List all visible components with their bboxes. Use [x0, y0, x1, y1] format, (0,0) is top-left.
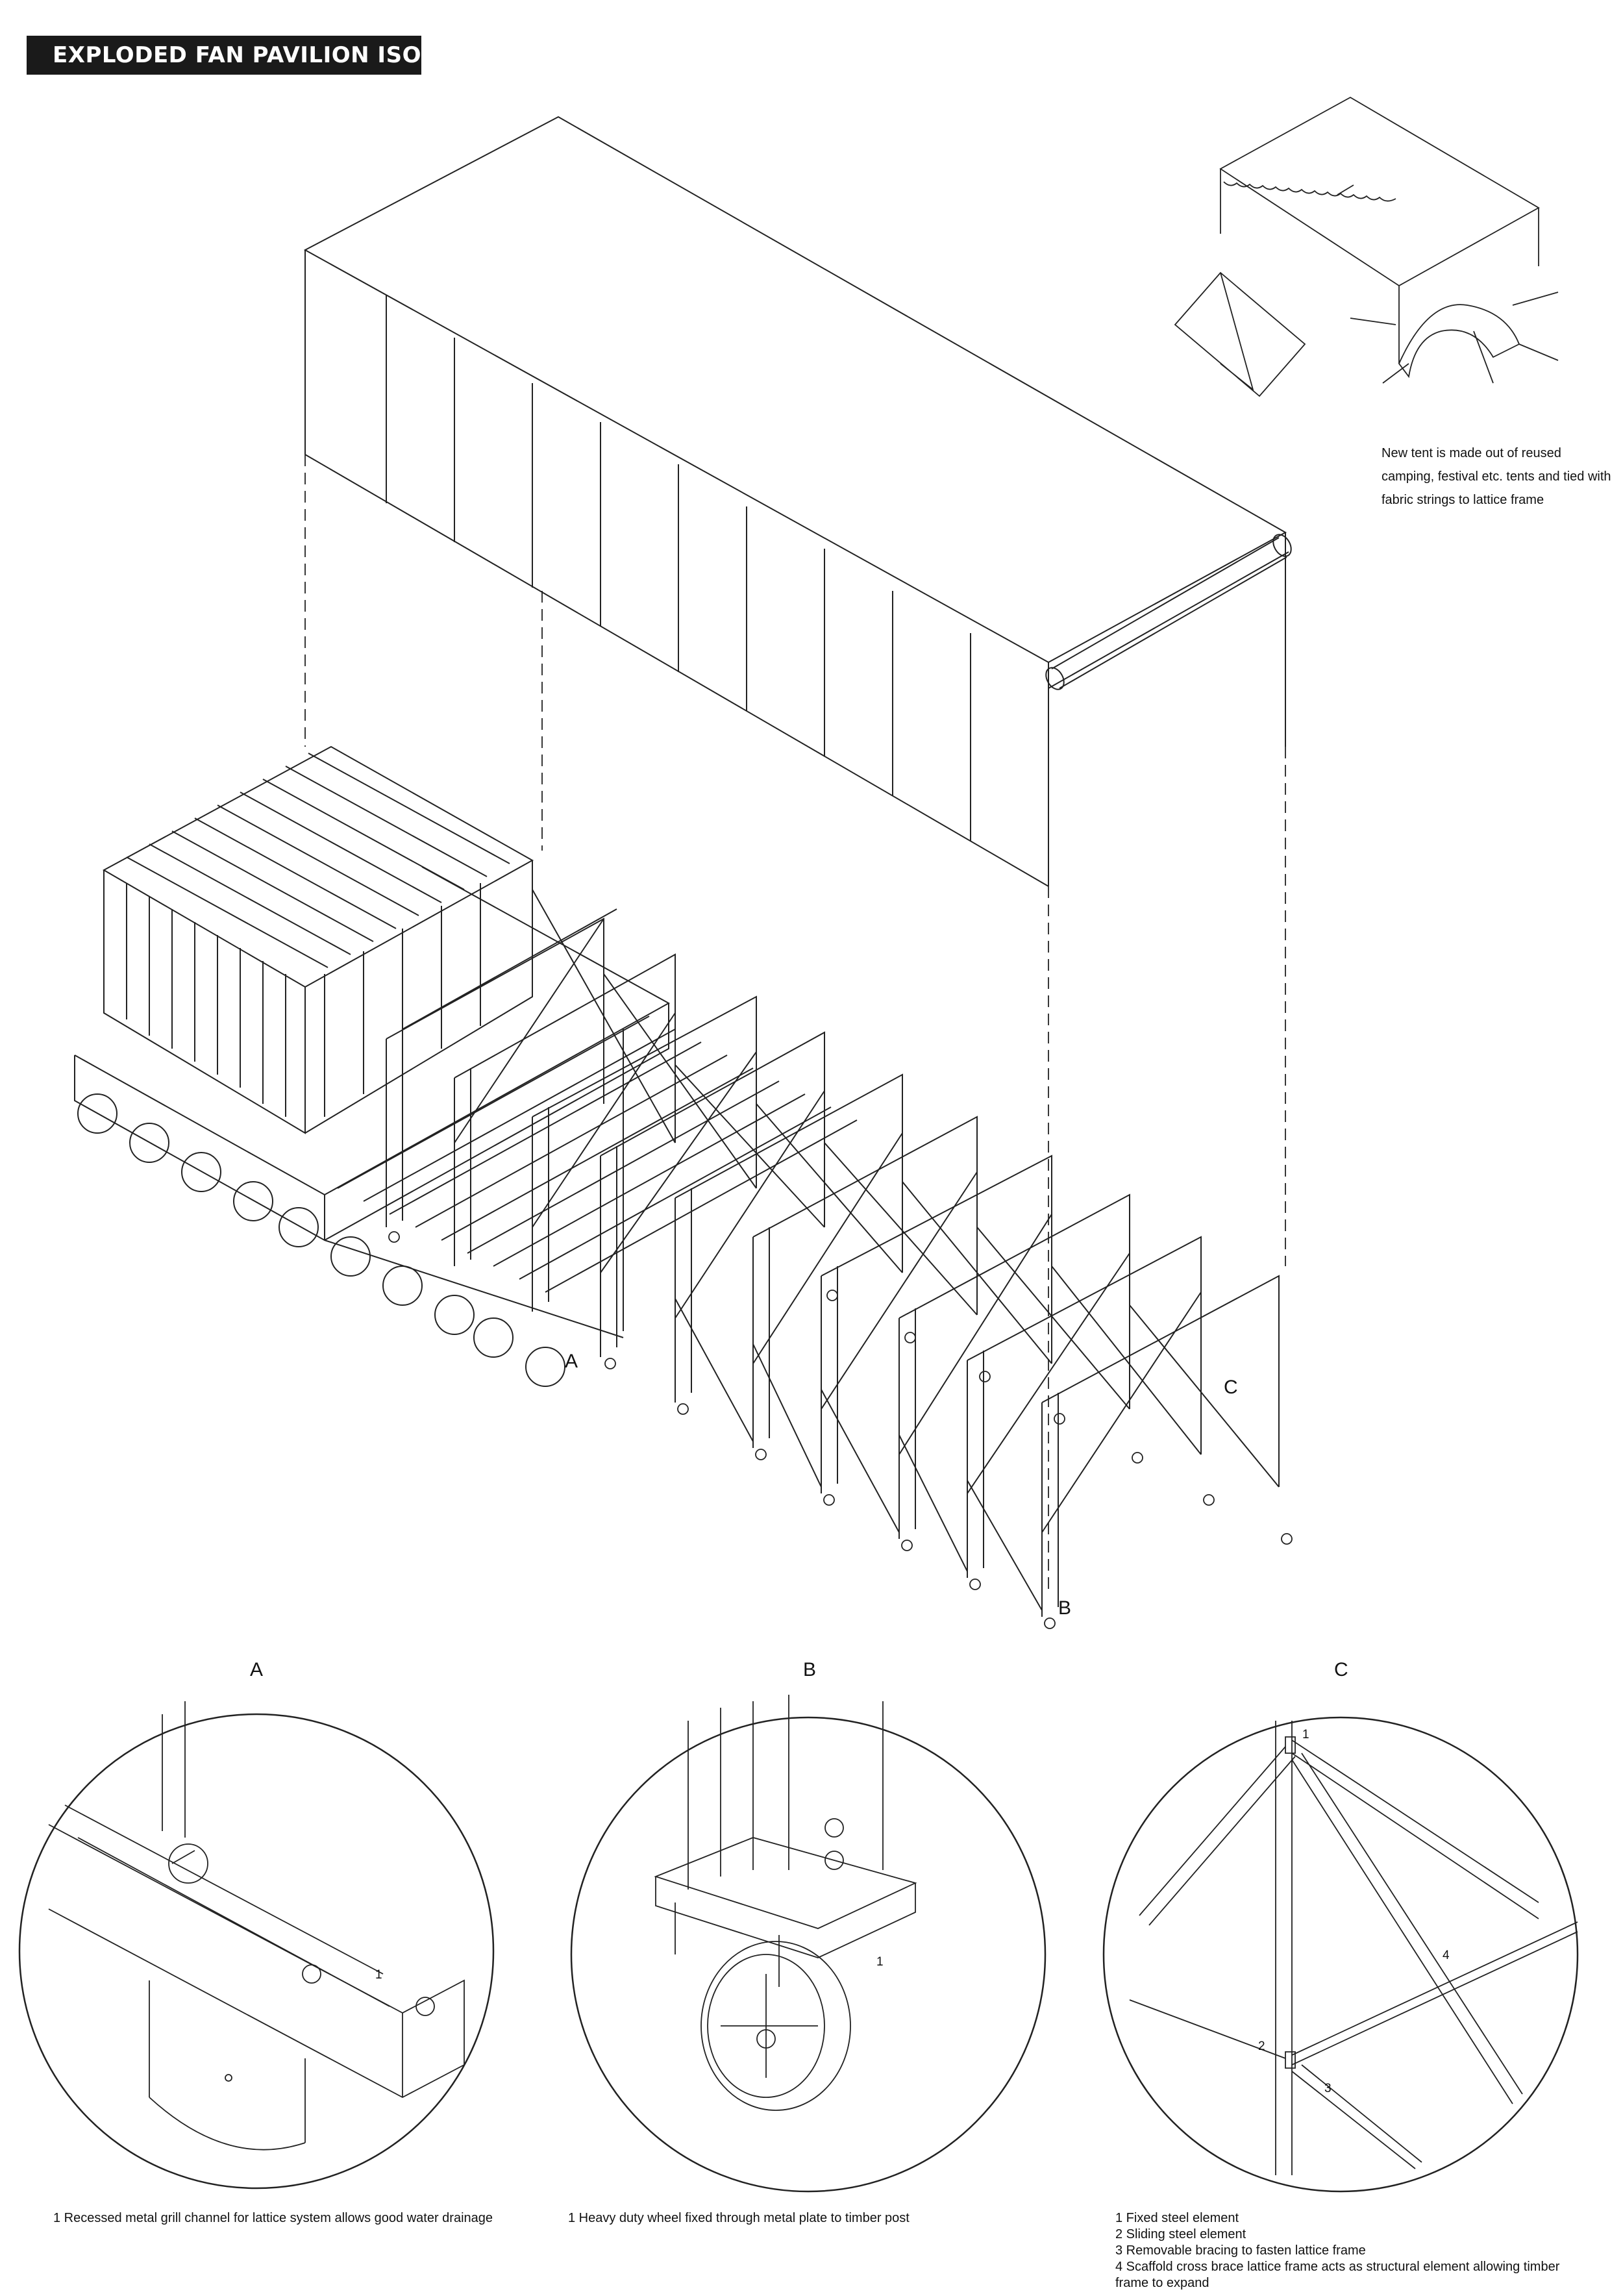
detail-c-heading: C — [1334, 1659, 1348, 1680]
projection-lines — [304, 455, 1286, 1591]
label-b: B — [1058, 1597, 1072, 1619]
detail-a-caption: 1 Recessed metal grill channel for latti… — [53, 2211, 493, 2225]
detail-c-callout-2: 2 — [1258, 2040, 1265, 2053]
detail-b-callout-1: 1 — [876, 1955, 884, 1969]
detail-c-callout-3: 3 — [1324, 2082, 1332, 2095]
tent-sketches — [1174, 96, 1559, 397]
detail-c-caption: 1 Fixed steel element 2 Sliding steel el… — [1115, 2210, 1570, 2291]
detail-c-caption-line: 4 Scaffold cross brace lattice frame act… — [1115, 2260, 1560, 2290]
detail-b-drawing — [654, 1695, 917, 2111]
label-c: C — [1224, 1377, 1238, 1398]
tent-note: New tent is made out of reused camping, … — [1381, 446, 1611, 507]
cabin-block — [102, 745, 534, 1134]
detail-c-callout-4: 4 — [1443, 1949, 1450, 1962]
detail-c-caption-line: 3 Removable bracing to fasten lattice fr… — [1115, 2243, 1366, 2258]
detail-b-caption: 1 Heavy duty wheel fixed through metal p… — [568, 2211, 910, 2225]
detail-c-caption-line: 1 Fixed steel element — [1115, 2211, 1239, 2225]
detail-c-callout-1: 1 — [1302, 1728, 1309, 1741]
detail-circles — [18, 1713, 1579, 2193]
deck-platform — [74, 866, 858, 1387]
tent-canopy — [303, 116, 1292, 887]
detail-a-drawing — [48, 1701, 465, 2151]
detail-b-heading: B — [803, 1659, 817, 1680]
detail-c-caption-line: 2 Sliding steel element — [1115, 2227, 1246, 2241]
casters — [388, 1231, 1293, 1629]
detail-c-drawing — [1129, 1721, 1578, 2175]
label-a: A — [565, 1351, 578, 1372]
page-title: EXPLODED FAN PAVILION ISO — [27, 36, 421, 75]
lattice-frames — [386, 889, 1280, 1617]
detail-a-callout-1: 1 — [375, 1968, 382, 1982]
detail-a-heading: A — [250, 1659, 264, 1680]
